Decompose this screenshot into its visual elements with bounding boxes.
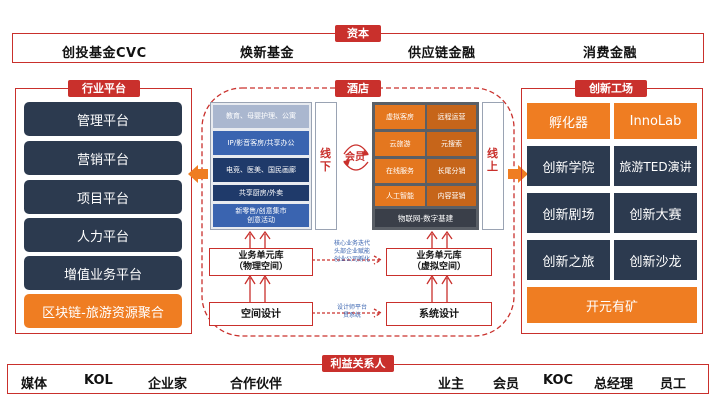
tile-remote-ops: 远程运营 [427, 105, 476, 129]
stakeholder-entrepreneur: 企业家 [148, 377, 188, 392]
platform-marketing: 营销平台 [24, 141, 182, 175]
unit-library-virtual: 业务单元库 （虚拟空间） [386, 248, 492, 276]
unit-virtual-line2: （虚拟空间） [411, 262, 466, 272]
innovation-journey: 创新之旅 [527, 240, 610, 280]
innolab: InnoLab [614, 103, 697, 139]
online-bar [482, 102, 504, 230]
stakeholder-general-manager: 总经理 [594, 377, 634, 392]
tourism-ted-talk: 旅游TED演讲 [614, 146, 697, 186]
capital-item-consumer-finance: 消费金融 [583, 46, 638, 61]
member-arrows [343, 144, 369, 171]
innovation-factory-tag: 创新工场 [575, 80, 647, 97]
kaiyuan-mine: 开元有矿 [527, 287, 697, 323]
capital-item-cvc: 创投基金CVC [62, 46, 147, 61]
incubator: 孵化器 [527, 103, 610, 139]
tile-education: 教育、母婴护理、公寓 [213, 105, 309, 128]
platform-management: 管理平台 [24, 102, 182, 136]
stakeholder-owner: 业主 [438, 377, 465, 392]
stakeholder-member: 会员 [493, 377, 520, 392]
stakeholders-tag: 利益关系人 [322, 355, 394, 372]
unit-library-physical: 业务单元库 （物理空间） [209, 248, 313, 276]
tile-ip-rooms: IP/影音客房/共享办公 [213, 131, 309, 155]
unit-physical-line1: 业务单元库 [238, 251, 284, 261]
platform-project: 项目平台 [24, 180, 182, 214]
stakeholder-kol: KOL [84, 373, 113, 388]
industry-platform-tag: 行业平台 [68, 80, 140, 97]
stakeholder-media: 媒体 [21, 377, 48, 392]
capital-item-supply-chain-finance: 供应链金融 [408, 46, 476, 61]
unit-physical-line2: （物理空间） [233, 262, 288, 272]
tile-meta-search: 元搜索 [427, 132, 476, 156]
tile-long-tail: 长尾分销 [427, 159, 476, 183]
offline-bar [315, 102, 337, 230]
tile-content-marketing: 内容营销 [427, 186, 476, 206]
core-business-note: 核心业务迭代 头部企业赋能 创业公司孵化 [333, 240, 370, 263]
system-design-box: 系统设计 [386, 302, 492, 326]
offline-label: 线下 [320, 147, 331, 173]
stakeholder-employee: 员工 [660, 377, 687, 392]
tile-online-service: 在线服务 [375, 159, 425, 183]
tile-ai: 人工智能 [375, 186, 425, 206]
innovation-salon: 创新沙龙 [614, 240, 697, 280]
hotel-tag: 酒店 [335, 80, 381, 97]
unit-arrows [244, 230, 453, 318]
member-badge: 会员 [345, 152, 365, 163]
side-arrows [188, 165, 528, 183]
tile-iot-infra: 物联网-数字基建 [375, 209, 476, 227]
capital-item-renewal-fund: 焕新基金 [240, 46, 295, 61]
innovation-theater: 创新剧场 [527, 193, 610, 233]
capital-tag: 资本 [335, 25, 381, 42]
online-label: 线上 [487, 147, 498, 173]
tile-new-retail: 新零售/创意集市 创意活动 [213, 204, 309, 227]
platform-value-added: 增值业务平台 [24, 256, 182, 290]
designer-platform-note: 设计师平台 贯系统 [336, 304, 367, 319]
blockchain-tourism-resource: 区块链-旅游资源聚合 [24, 294, 182, 328]
tile-esports: 电竞、医美、国民画廊 [213, 158, 309, 182]
tile-shared-kitchen: 共享厨房/外卖 [213, 185, 309, 201]
innovation-contest: 创新大赛 [614, 193, 697, 233]
tile-virtual-room: 虚拟客房 [375, 105, 425, 129]
stakeholder-koc: KOC [543, 373, 574, 388]
stakeholder-partner: 合作伙伴 [230, 377, 283, 392]
unit-virtual-line1: 业务单元库 [416, 251, 462, 261]
tile-cloud-travel: 云旅游 [375, 132, 425, 156]
platform-hr: 人力平台 [24, 218, 182, 252]
innovation-academy: 创新学院 [527, 146, 610, 186]
space-design-box: 空间设计 [209, 302, 313, 326]
